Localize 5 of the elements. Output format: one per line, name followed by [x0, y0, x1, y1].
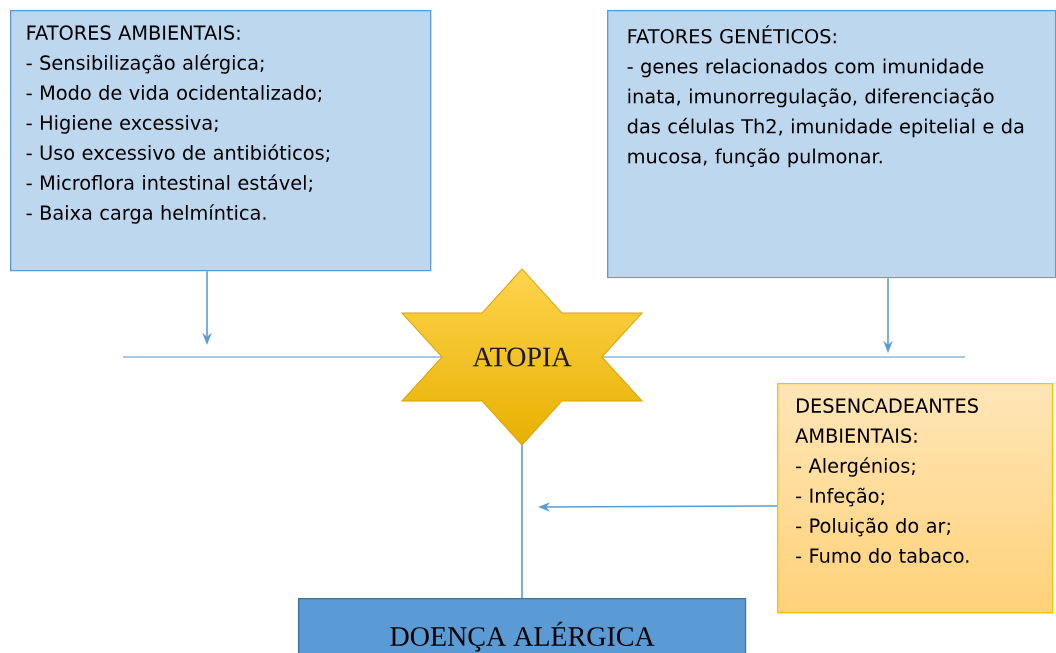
factor-box: FATORES GENÉTICOS: - genes relacionados com imunidade inata, imunorregulação, diferenciação das células Th2, imunidade epitelial e da mucosa, função pulmonar.	[607, 10, 1056, 279]
disease-box: DOENÇA ALÉRGICA	[298, 598, 747, 653]
trigger-box: DESENCADEANTES AMBIENTAIS: - Alergénios; - Infeção; - Poluição do ar; - Fumo do tabaco.	[777, 383, 1054, 614]
factor-box: FATORES AMBIENTAIS: - Sensibilização alérgica; - Modo de vida ocidentalizado; - Higiene excessiva; - Uso excessivo de antibióticos; - Microflora intestinal estável; - Baixa carga helmíntica.	[10, 10, 432, 272]
connector-line	[521, 444, 523, 599]
